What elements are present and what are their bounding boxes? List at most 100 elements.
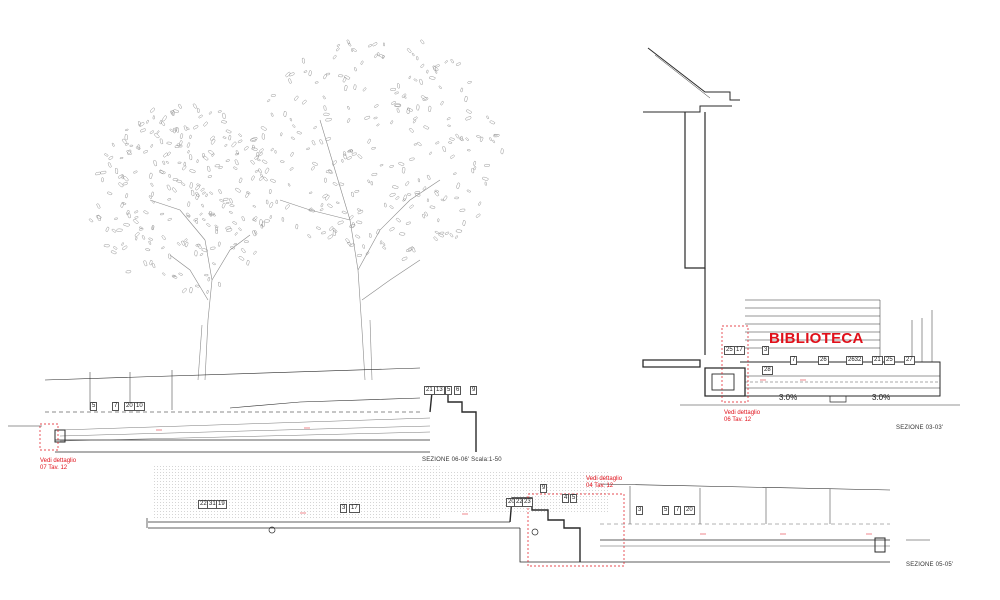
leaf-mark: [151, 200, 155, 204]
tag-top-6: 5: [445, 386, 453, 395]
leaf-mark: [181, 182, 186, 186]
leaf-mark: [413, 78, 418, 82]
leaf-mark: [217, 241, 221, 247]
leaf-mark: [274, 150, 277, 154]
leaf-mark: [269, 201, 274, 209]
leaf-mark: [214, 224, 219, 228]
leaf-mark: [450, 59, 455, 64]
leaf-mark: [390, 120, 394, 125]
leaf-mark: [225, 129, 232, 134]
leaf-mark: [343, 75, 351, 80]
leaf-mark: [200, 187, 205, 192]
leaf-mark: [390, 87, 397, 91]
leaf-mark: [346, 39, 351, 45]
leaf-mark: [96, 203, 101, 209]
leaf-mark: [226, 228, 233, 233]
leaf-mark: [345, 238, 351, 244]
leaf-mark: [194, 250, 198, 257]
leaf-mark: [195, 193, 200, 200]
leaf-mark: [360, 60, 364, 65]
leaf-mark: [254, 155, 260, 160]
leaf-mark: [306, 147, 310, 151]
leaf-mark: [172, 109, 179, 113]
leaf-mark: [296, 131, 302, 135]
leaf-mark: [186, 142, 191, 148]
leaf-mark: [433, 236, 439, 241]
leaf-mark: [252, 230, 257, 237]
leaf-mark: [119, 157, 124, 160]
leaf-mark: [218, 166, 223, 170]
leaf-mark: [124, 133, 128, 141]
leaf-mark: [199, 212, 203, 216]
leaf-mark: [406, 107, 411, 115]
leaf-mark: [455, 235, 458, 239]
leaf-mark: [251, 147, 258, 151]
leaf-mark: [308, 70, 312, 77]
leaf-mark: [114, 217, 118, 220]
leaf-mark: [122, 202, 127, 205]
leaf-mark: [312, 161, 319, 166]
leaf-mark: [166, 184, 172, 191]
leaf-mark: [201, 248, 209, 253]
leaf-mark: [207, 149, 215, 155]
leaf-mark: [323, 73, 327, 80]
leaf-mark: [454, 196, 459, 200]
leaf-mark: [122, 245, 128, 251]
leaf-mark: [413, 143, 418, 146]
leaf-mark: [325, 170, 333, 174]
detail-ref-06-ref: 06 Tav. 12: [724, 417, 752, 424]
leaf-mark: [165, 160, 170, 164]
leaf-mark: [206, 223, 211, 227]
leaf-mark: [434, 230, 440, 235]
leaf-mark: [212, 262, 216, 266]
tag-top-1: 7: [112, 402, 120, 411]
leaf-mark: [264, 167, 270, 174]
leaf-mark: [202, 155, 209, 161]
leaf-mark: [124, 128, 129, 132]
leaf-mark: [238, 177, 243, 184]
leaf-mark: [122, 182, 128, 186]
leaf-mark: [319, 139, 324, 145]
tag-top-0: 5: [90, 402, 98, 411]
leaf-mark: [290, 136, 296, 140]
leaf-mark: [409, 204, 414, 209]
leaf-mark: [489, 120, 496, 125]
leaf-mark: [189, 182, 193, 189]
leaf-mark: [292, 124, 296, 128]
leaf-mark: [168, 253, 172, 260]
leaf-mark: [423, 125, 430, 130]
leaf-mark: [195, 219, 198, 224]
leaf-mark: [110, 250, 117, 255]
leaf-mark: [172, 275, 178, 279]
leaf-mark: [448, 141, 453, 144]
leaf-mark: [467, 81, 472, 84]
leaf-mark: [114, 167, 119, 175]
leaf-mark: [246, 191, 251, 195]
tag-bottom-2: 19: [216, 500, 227, 509]
leaf-mark: [125, 193, 129, 199]
leaf-mark: [270, 178, 276, 183]
leaf-mark: [261, 133, 265, 140]
detail-ref-04-text: Vedi dettaglio: [586, 476, 623, 482]
leaf-mark: [219, 198, 224, 203]
leaf-mark: [153, 160, 158, 167]
leaf-mark: [389, 205, 394, 209]
leaf-mark: [493, 133, 498, 137]
section-03-03: [642, 47, 960, 406]
leaf-mark: [161, 246, 165, 250]
detail-ref-07: Vedi dettaglio 07 Tav. 12: [40, 458, 76, 472]
leaf-mark: [107, 162, 112, 168]
leaf-mark: [406, 193, 412, 196]
leaf-mark: [342, 76, 347, 83]
leaf-mark: [465, 109, 472, 114]
leaf-mark: [416, 56, 419, 61]
leaf-mark: [221, 120, 227, 124]
leaf-mark: [235, 150, 240, 155]
leaf-mark: [214, 164, 221, 168]
tag-right-9: 28: [762, 366, 773, 375]
leaf-mark: [171, 274, 176, 278]
leaf-mark: [268, 189, 272, 194]
leaf-mark: [397, 83, 400, 89]
leaf-mark: [401, 166, 406, 174]
